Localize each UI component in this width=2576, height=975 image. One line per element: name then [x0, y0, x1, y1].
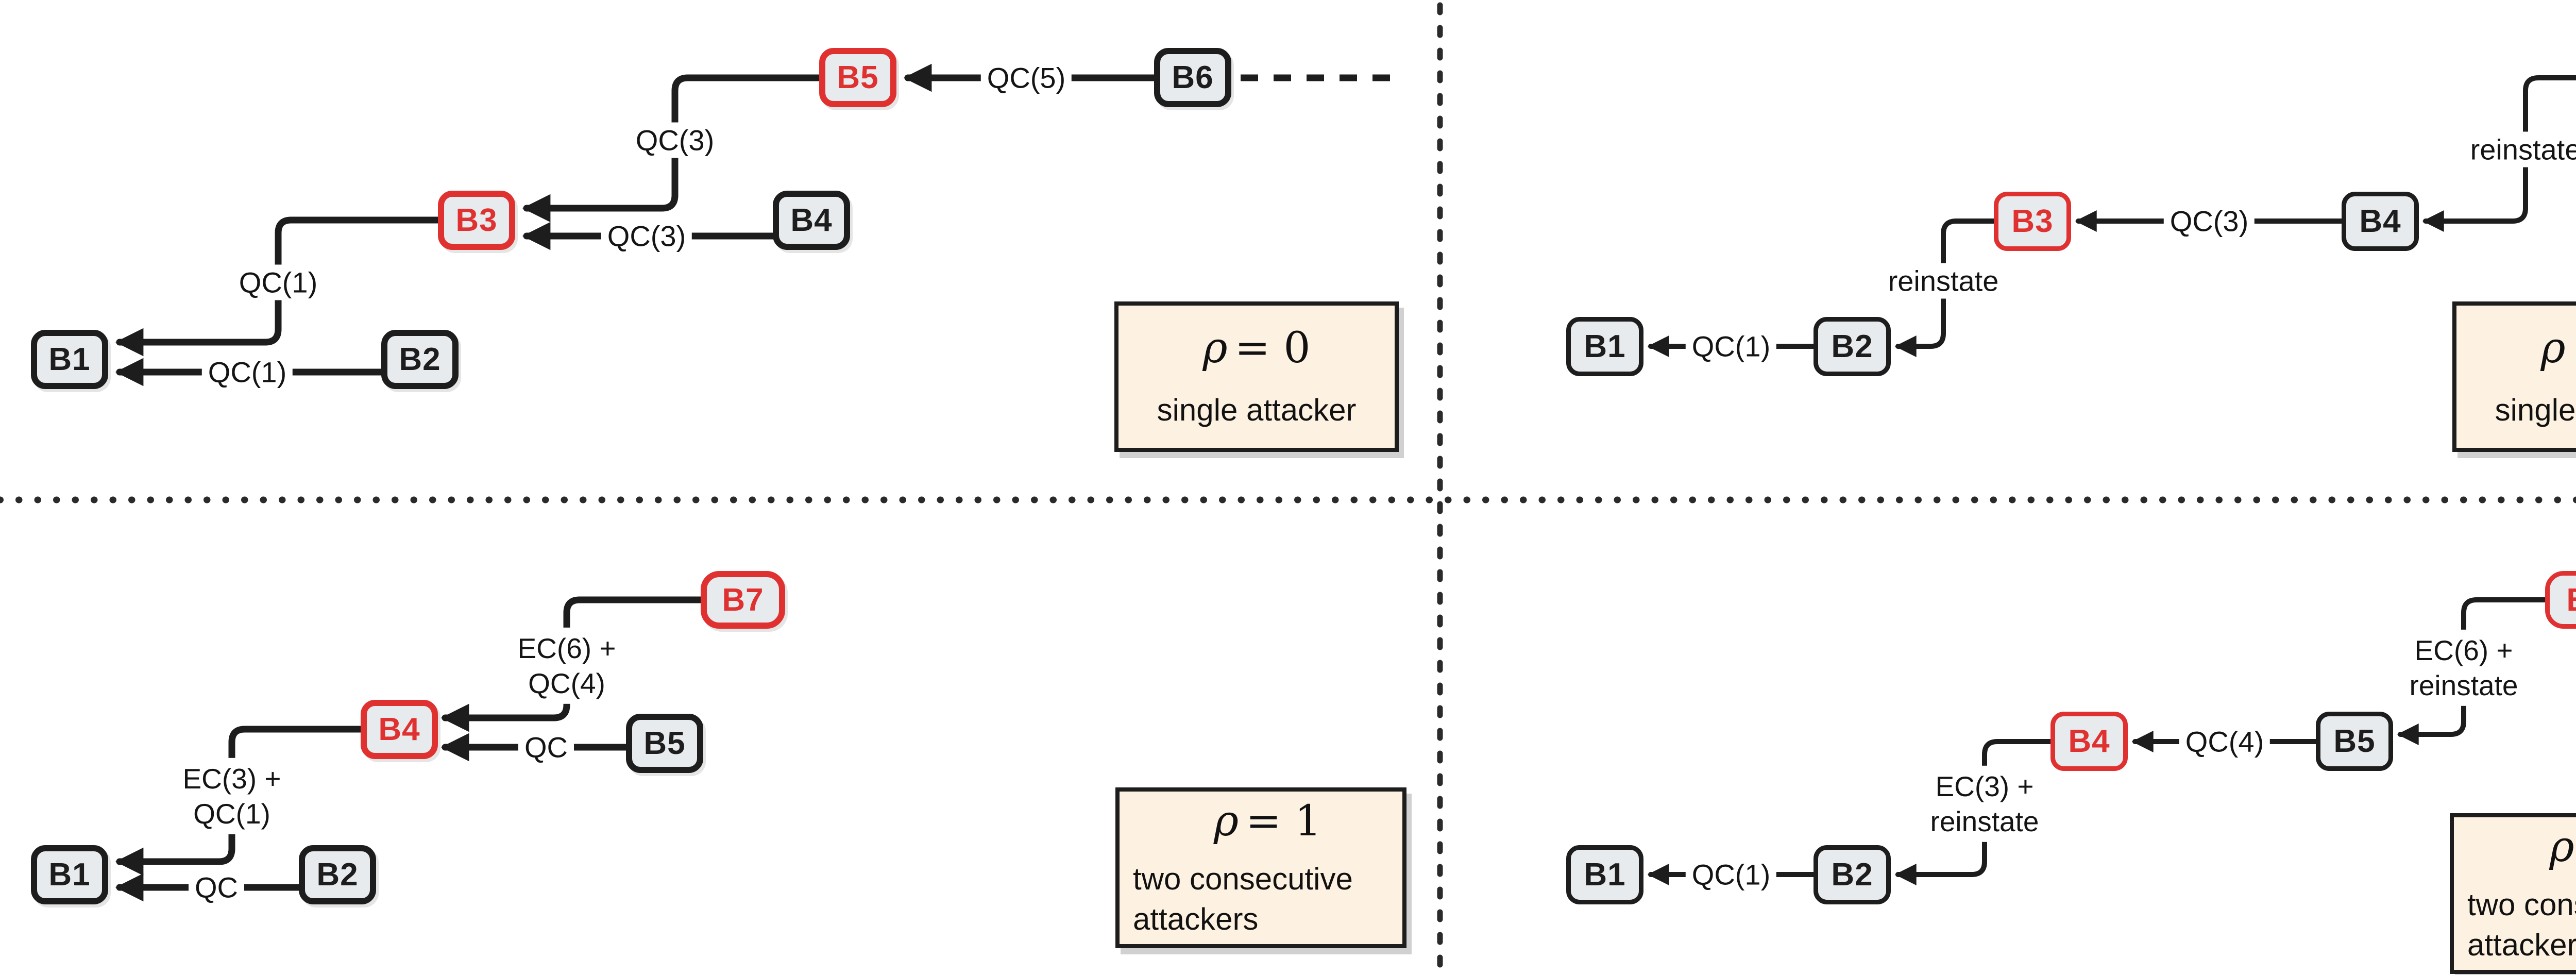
- edge-label-qc1: QC(1): [1685, 328, 1777, 364]
- edge-label-qc4: QC(4): [2179, 724, 2270, 760]
- block-b1-bottom-left: B1: [31, 845, 108, 904]
- rho-formula: ρ= 2: [2549, 822, 2576, 871]
- edge-label-ec6-reinstate: EC(6) +reinstate: [2402, 629, 2526, 707]
- block-b5-bottom-left: B5: [626, 714, 703, 773]
- caption-description: two consecutive attackers: [2467, 885, 2576, 965]
- edge-label-ec3: EC(3) +: [182, 762, 281, 795]
- rho-formula: ρ = 1: [2540, 324, 2576, 373]
- edge-label-qc1-elbow: QC(1): [232, 264, 324, 300]
- block-b7-attacker-bottom-right: B7: [2545, 571, 2576, 629]
- block-b6-top-left: B6: [1154, 48, 1231, 107]
- caption-line2: attackers: [2467, 927, 2576, 962]
- block-b1-top-right: B1: [1566, 317, 1643, 376]
- edge-label-qc5: QC(5): [980, 60, 1072, 96]
- caption-line1: two consecutive: [2467, 887, 2576, 922]
- edge-label-qc1: QC(1): [201, 354, 293, 390]
- rho-symbol: ρ: [2540, 323, 2566, 373]
- caption-description: two consecutive attackers: [1133, 859, 1353, 939]
- edge-label-ec3-reinstate: EC(3) +reinstate: [1923, 765, 2046, 843]
- rho-symbol: ρ: [1213, 796, 1239, 846]
- block-b3-attacker-top-right: B3: [1994, 192, 2071, 251]
- block-b2-top-right: B2: [1814, 317, 1891, 376]
- block-b4-top-right: B4: [2342, 192, 2419, 251]
- block-b2-bottom-left: B2: [299, 845, 376, 904]
- rho-formula: ρ= 0: [1202, 324, 1310, 373]
- caption-box-rho1-single: ρ = 1 single attacker: [2452, 301, 2576, 452]
- block-b4-attacker-bottom-left: B4: [361, 700, 438, 759]
- caption-box-rho1-two: ρ= 1 two consecutive attackers: [1115, 787, 1406, 948]
- caption-line1: two consecutive: [1133, 861, 1353, 896]
- edge-label-reinstate-b5: reinstate: [2464, 131, 2576, 167]
- edge-label-qc1: QC(1): [1685, 856, 1777, 893]
- edge-label-qc-mid: QC: [518, 729, 574, 765]
- caption-line2: attackers: [1133, 901, 1259, 936]
- caption-description: single attacker: [2495, 392, 2576, 427]
- edge-label-ec6: EC(6) +: [517, 632, 616, 664]
- edge-label-ec3-qc1: EC(3) +QC(1): [175, 758, 289, 835]
- edge-label-ec6-qc4: EC(6) +QC(4): [510, 627, 623, 704]
- edge-label-qc-bottom: QC: [189, 869, 244, 905]
- rho-value: = 1: [1246, 796, 1322, 846]
- rho-symbol: ρ: [2549, 822, 2574, 871]
- block-b2-top-left: B2: [381, 330, 459, 389]
- edge-label-qc3: QC(3): [2163, 203, 2255, 239]
- edge-label-ec6: EC(6) +: [2414, 634, 2513, 666]
- edge-label-reinstate-mid: reinstate: [1930, 805, 2039, 837]
- block-b4-top-left: B4: [773, 191, 850, 250]
- block-b5-bottom-right: B5: [2316, 712, 2393, 771]
- caption-box-rho2-two: ρ= 2 two consecutive attackers: [2450, 813, 2576, 974]
- edge-label-qc4: QC(4): [528, 667, 605, 699]
- edge-label-qc3: QC(3): [601, 218, 692, 254]
- block-b1-top-left: B1: [31, 330, 108, 389]
- edge-label-reinstate-top: reinstate: [2409, 669, 2518, 701]
- block-b5-attacker-top-left: B5: [819, 48, 896, 107]
- edge-label-reinstate-b3: reinstate: [1882, 263, 2005, 299]
- edge-label-qc3-elbow: QC(3): [629, 122, 721, 158]
- rho-symbol: ρ: [1202, 323, 1228, 373]
- block-b1-bottom-right: B1: [1566, 845, 1643, 904]
- rho-value: = 1: [2573, 324, 2576, 373]
- block-b3-attacker-top-left: B3: [438, 191, 515, 250]
- rho-formula: ρ= 1: [1214, 797, 1321, 846]
- block-b2-bottom-right: B2: [1814, 845, 1891, 904]
- edge-label-qc1: QC(1): [193, 798, 270, 830]
- edge-label-ec3: EC(3) +: [1935, 770, 2034, 802]
- caption-description: single attacker: [1157, 392, 1357, 427]
- rho-value: = 0: [1234, 323, 1311, 373]
- caption-box-rho0: ρ= 0 single attacker: [1114, 301, 1399, 452]
- block-b4-attacker-bottom-right: B4: [2050, 712, 2128, 771]
- block-b7-attacker-bottom-left: B7: [701, 571, 785, 629]
